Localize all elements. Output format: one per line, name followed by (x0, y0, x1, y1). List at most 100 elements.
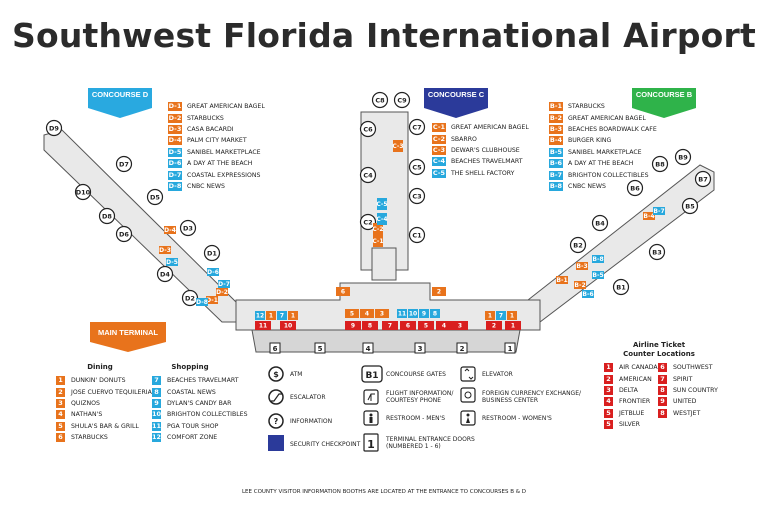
terminal-shop-label: 1 (269, 313, 273, 320)
concourse-b-kiosk: B-7 (653, 207, 665, 215)
main-terminal-label: MAIN TERMINAL (98, 328, 158, 337)
store-code-badge: D-7 (168, 170, 182, 180)
airline-num-badge: 4 (604, 397, 613, 407)
concourse-c-kiosk-label: C-1 (372, 238, 383, 245)
concourse-c-kiosk: C-3 (392, 140, 404, 152)
terminal-shop: 12 (255, 311, 265, 320)
terminal-dining: 2 (432, 287, 446, 296)
concourse-c-kiosk: C-1 (372, 235, 384, 247)
gate-marker: C1 (408, 226, 426, 244)
concourse-c-callout: CONCOURSE C (424, 88, 488, 118)
gate-marker: B1 (612, 278, 630, 296)
gate-label: C6 (363, 126, 373, 134)
gate-label: B5 (685, 203, 695, 211)
gate-label: C3 (412, 193, 421, 201)
gate-label: D6 (119, 231, 129, 239)
concourse-c-kiosk-label: C-3 (392, 143, 403, 150)
concourse-b-kiosk: B-1 (556, 276, 568, 284)
airline-counter-label: 8 (368, 323, 372, 330)
gate-label: D8 (102, 213, 112, 221)
gate-label: D10 (76, 189, 91, 197)
terminal-shop-label: 12 (256, 313, 264, 320)
concourse-c-building (360, 111, 409, 271)
store-code-badge: D-8 (168, 181, 182, 191)
information-icon (268, 413, 284, 429)
terminal-shop-label: 9 (422, 311, 426, 318)
concourse-d-kiosk-label: D-5 (166, 259, 178, 266)
store-code-badge: C-3 (432, 145, 446, 155)
store-name: STARBUCKS (568, 103, 605, 111)
airline-item: 5 JETBLUE (604, 408, 658, 419)
store-code-badge: D-1 (168, 102, 182, 112)
store-name: CASA BACARDI (187, 125, 234, 133)
concourse-b-kiosk: B-6 (582, 290, 594, 298)
shopping-name: BEACHES TRAVELMART (167, 377, 239, 385)
gate-marker: D8 (98, 207, 116, 225)
airline-counter-label: 7 (388, 323, 392, 330)
gate-marker: C2 (359, 213, 377, 231)
airline-num-badge: 8 (658, 408, 667, 418)
airline-num-badge: 5 (604, 408, 613, 418)
atm-icon (268, 366, 284, 382)
concourse-b-kiosk: B-8 (592, 255, 604, 263)
concourse-c-kiosk-label: C-4 (376, 216, 387, 223)
store-code-badge: B-7 (549, 170, 563, 180)
legend-icons: $ ? B1 1 (268, 365, 476, 452)
shopping-num-badge: 12 (152, 433, 162, 443)
terminal-shop: 10 (408, 309, 418, 318)
airline-counter-label: 10 (284, 323, 292, 330)
concourse-b-kiosk-label: B-6 (582, 291, 593, 298)
escalator-icon (268, 389, 284, 405)
entrance-door: 2 (456, 342, 468, 354)
concourse-c-kiosk-label: C-2 (372, 226, 383, 233)
concourse-b-kiosk-label: B-2 (574, 282, 585, 289)
airline-counter-label: 11 (259, 323, 267, 330)
entrance-door: 6 (269, 342, 281, 354)
store-name: BEACHES TRAVELMART (451, 158, 523, 166)
gate-marker: C9 (393, 91, 411, 109)
gate-label: C4 (363, 172, 373, 180)
concourse-d-kiosk-label: D-7 (218, 281, 230, 288)
store-code-badge: D-2 (168, 113, 182, 123)
gate-marker: C7 (408, 118, 426, 136)
airline-counter-label: 2 (492, 323, 496, 330)
store-code-badge: D-3 (168, 124, 182, 134)
gate-label: D5 (150, 194, 160, 202)
concourse-d-kiosk-label: D-4 (164, 227, 176, 234)
airline-counter: 3 (452, 321, 468, 330)
concourse-d-kiosk-label: D-2 (216, 289, 228, 296)
airline-num-badge: 3 (604, 385, 613, 395)
concourse-d-kiosk: D-3 (159, 246, 171, 254)
gate-label: D3 (183, 225, 193, 233)
gate-label: D4 (160, 271, 170, 279)
svg-text:5: 5 (318, 345, 323, 353)
store-name: BRIGHTON COLLECTIBLES (568, 171, 649, 179)
concourse-b-kiosk: B-2 (574, 281, 586, 289)
gate-marker: B7 (694, 170, 712, 188)
entrance-door: 5 (314, 342, 326, 354)
airline-counter-label: 6 (406, 323, 410, 330)
shopping-header: Shopping (171, 363, 209, 371)
airline-name: JETBLUE (619, 409, 645, 417)
store-name: SANIBEL MARKETPLACE (187, 148, 261, 156)
airline-counter-label: 4 (442, 323, 446, 330)
airline-num-badge: 5 (604, 420, 613, 430)
gate-marker: D7 (115, 155, 133, 173)
airline-name: SUN COUNTRY (673, 386, 718, 394)
terminal-shop: 1 (288, 311, 298, 320)
gate-label: B7 (698, 176, 707, 184)
dining-name: SHULA'S BAR & GRILL (71, 422, 139, 430)
gate-label: C8 (375, 97, 385, 105)
gate-label: C9 (397, 97, 407, 105)
terminal-shop: 3 (375, 309, 389, 318)
